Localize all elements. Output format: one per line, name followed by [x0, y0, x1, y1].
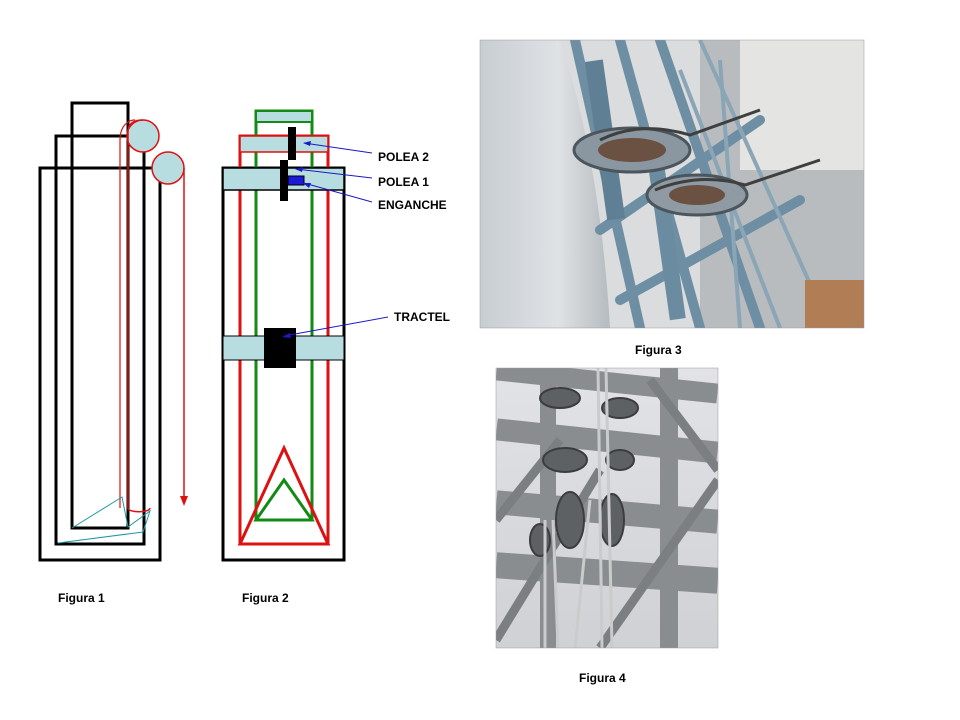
pointer-tractel — [283, 316, 389, 337]
fig1-pulley-top — [126, 119, 160, 153]
fig2-triangle-green — [253, 477, 315, 522]
caption-figura-1: Figura 1 — [58, 591, 105, 605]
fig1-cable — [127, 119, 151, 513]
label-polea-1: POLEA 1 — [378, 175, 429, 189]
arrowhead-enganche — [303, 183, 311, 188]
pointer-polea2 — [303, 142, 373, 154]
fig1-cable-arrowhead — [180, 496, 188, 506]
arrowhead-polea2 — [303, 141, 311, 146]
arrowhead-polea1 — [295, 167, 303, 172]
label-enganche: ENGANCHE — [378, 198, 447, 212]
fig1-pulley-bottom — [151, 151, 185, 185]
caption-figura-3: Figura 3 — [635, 343, 682, 357]
pointer-enganche — [303, 182, 373, 203]
fig1-outer-section — [38, 166, 162, 562]
caption-figura-4: Figura 4 — [579, 671, 626, 685]
label-tractel: TRACTEL — [394, 310, 450, 324]
label-polea-2: POLEA 2 — [378, 150, 429, 164]
figure-1-mast-sections — [38, 101, 188, 562]
fig2-triangle-red — [237, 444, 331, 546]
fig2-tractel-block — [264, 328, 296, 368]
fig1-guide-lines — [57, 496, 151, 544]
fig2-polea2-bar — [288, 127, 296, 160]
fig2-band-top — [255, 110, 313, 123]
arrowhead-tractel — [282, 333, 291, 338]
figure-4-photo — [495, 367, 719, 649]
figure-3-photo — [479, 39, 865, 329]
fig2-band-polea2 — [239, 135, 329, 153]
fig2-polea1-bar — [280, 160, 288, 201]
fig1-middle-section — [54, 134, 146, 546]
fig2-enganche-block — [287, 175, 305, 186]
figure-2-assembly — [221, 109, 389, 562]
pointer-polea1 — [295, 168, 373, 179]
fig1-cable-inner — [119, 119, 136, 508]
caption-figura-2: Figura 2 — [242, 591, 289, 605]
